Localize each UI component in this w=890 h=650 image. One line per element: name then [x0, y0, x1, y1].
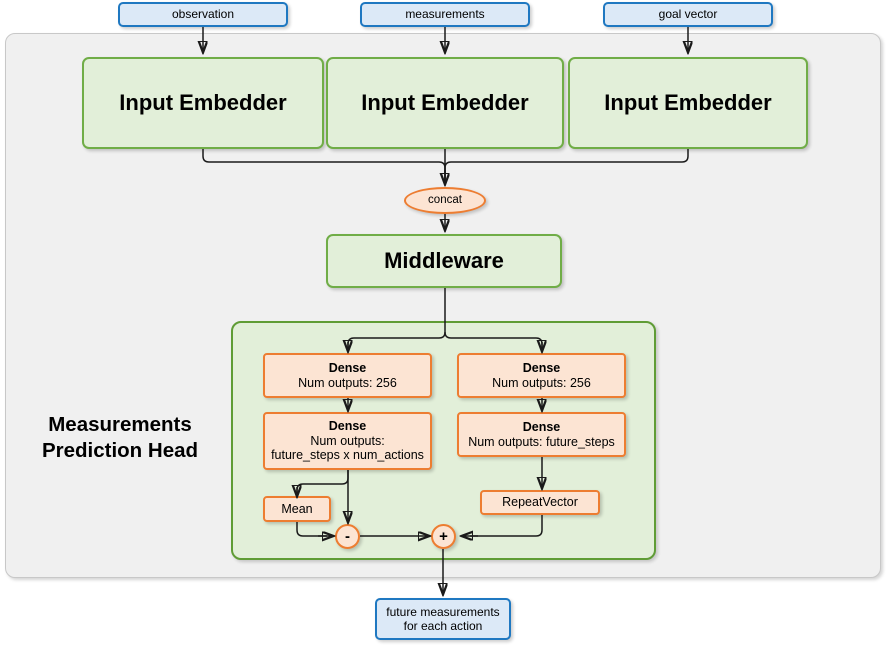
input-embedder-observation-label: Input Embedder	[119, 90, 287, 116]
concat-op[interactable]: concat	[404, 187, 486, 214]
section-caption-line-1: Measurements	[48, 413, 192, 436]
repeat-vector-op-label: RepeatVector	[502, 495, 578, 510]
subtract-op[interactable]: -	[335, 524, 360, 549]
section-caption: Measurements Prediction Head	[22, 412, 218, 463]
input-embedder-measurements-label: Input Embedder	[361, 90, 529, 116]
output-terminal-line-1: future measurements	[386, 604, 500, 619]
input-embedder-goal-vector-label: Input Embedder	[604, 90, 772, 116]
input-terminal-measurements[interactable]: measurements	[360, 2, 530, 27]
mean-op-label: Mean	[281, 501, 313, 516]
middleware-block[interactable]: Middleware	[326, 234, 562, 288]
input-terminal-observation[interactable]: observation	[118, 2, 288, 27]
middleware-block-label: Middleware	[384, 248, 504, 274]
input-terminal-goal-vector-label: goal vector	[658, 7, 718, 22]
mean-op[interactable]: Mean	[263, 496, 331, 522]
dense-left-1[interactable]: Dense Num outputs: 256	[263, 353, 432, 398]
dense-left-2-title: Dense	[328, 418, 367, 433]
concat-op-label: concat	[428, 193, 462, 206]
input-embedder-measurements[interactable]: Input Embedder	[326, 57, 564, 149]
dense-right-2[interactable]: Dense Num outputs: future_steps	[457, 412, 626, 457]
dense-right-2-outputs: Num outputs: future_steps	[468, 434, 615, 449]
dense-right-1-title: Dense	[522, 360, 561, 375]
dense-right-2-title: Dense	[522, 419, 561, 434]
add-op-label: +	[439, 527, 448, 545]
input-embedder-observation[interactable]: Input Embedder	[82, 57, 324, 149]
dense-right-1-outputs: Num outputs: 256	[492, 375, 591, 390]
input-terminal-observation-label: observation	[171, 7, 235, 22]
repeat-vector-op[interactable]: RepeatVector	[480, 490, 600, 515]
input-embedder-goal-vector[interactable]: Input Embedder	[568, 57, 808, 149]
section-caption-line-2: Prediction Head	[41, 438, 199, 462]
output-terminal[interactable]: future measurements for each action	[375, 598, 511, 640]
input-terminal-measurements-label: measurements	[405, 7, 485, 22]
dense-right-1[interactable]: Dense Num outputs: 256	[457, 353, 626, 398]
subtract-op-label: -	[345, 527, 350, 545]
dense-left-1-title: Dense	[328, 360, 367, 375]
output-terminal-line-2: for each action	[403, 619, 483, 633]
dense-left-2-outputs-label: Num outputs:	[310, 433, 385, 448]
dense-left-2[interactable]: Dense Num outputs: future_steps x num_ac…	[263, 412, 432, 470]
dense-left-1-outputs: Num outputs: 256	[298, 375, 397, 390]
input-terminal-goal-vector[interactable]: goal vector	[603, 2, 773, 27]
dense-left-2-outputs-value: future_steps x num_actions	[271, 448, 424, 463]
add-op[interactable]: +	[431, 524, 456, 549]
